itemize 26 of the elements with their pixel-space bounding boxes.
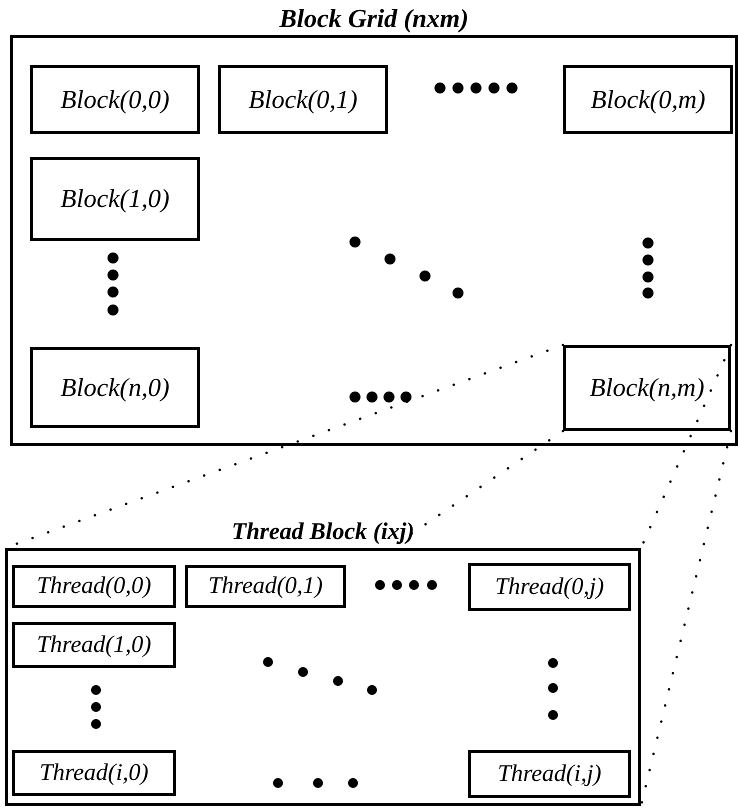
thread-box: [12, 565, 176, 608]
cell-label: Thread(1,0): [36, 632, 152, 658]
cell-label: Thread(i,j): [498, 760, 602, 788]
block-box: [563, 65, 733, 134]
cell-label: Block(0,0): [60, 84, 170, 114]
block-box: [30, 157, 200, 241]
frame-title: Block Grid (nxm): [279, 4, 469, 34]
thread-box: [468, 563, 631, 611]
frame-title: Thread Block (ixj): [232, 519, 414, 546]
block-box: [218, 65, 388, 134]
cell-label: Thread(0,j): [494, 574, 604, 600]
cell-label: Block(0,1): [248, 84, 358, 114]
block-box: [30, 65, 200, 134]
cell-label: Thread(i,0): [39, 760, 149, 786]
cell-label: Block(n,0): [60, 372, 170, 402]
thread-box: [185, 565, 346, 608]
thread-box: [468, 750, 631, 798]
cell-label: Thread(0,0): [36, 573, 152, 600]
cell-label: Block(n,m): [590, 373, 704, 403]
cell-label: Block(0,m): [590, 84, 706, 114]
cell-label: Thread(0,1): [208, 573, 323, 600]
block-box: [563, 345, 731, 431]
thread-box: [12, 622, 176, 668]
thread-box: [12, 750, 176, 796]
cell-label: Block(1,0): [60, 184, 170, 214]
block-box: [30, 347, 200, 428]
